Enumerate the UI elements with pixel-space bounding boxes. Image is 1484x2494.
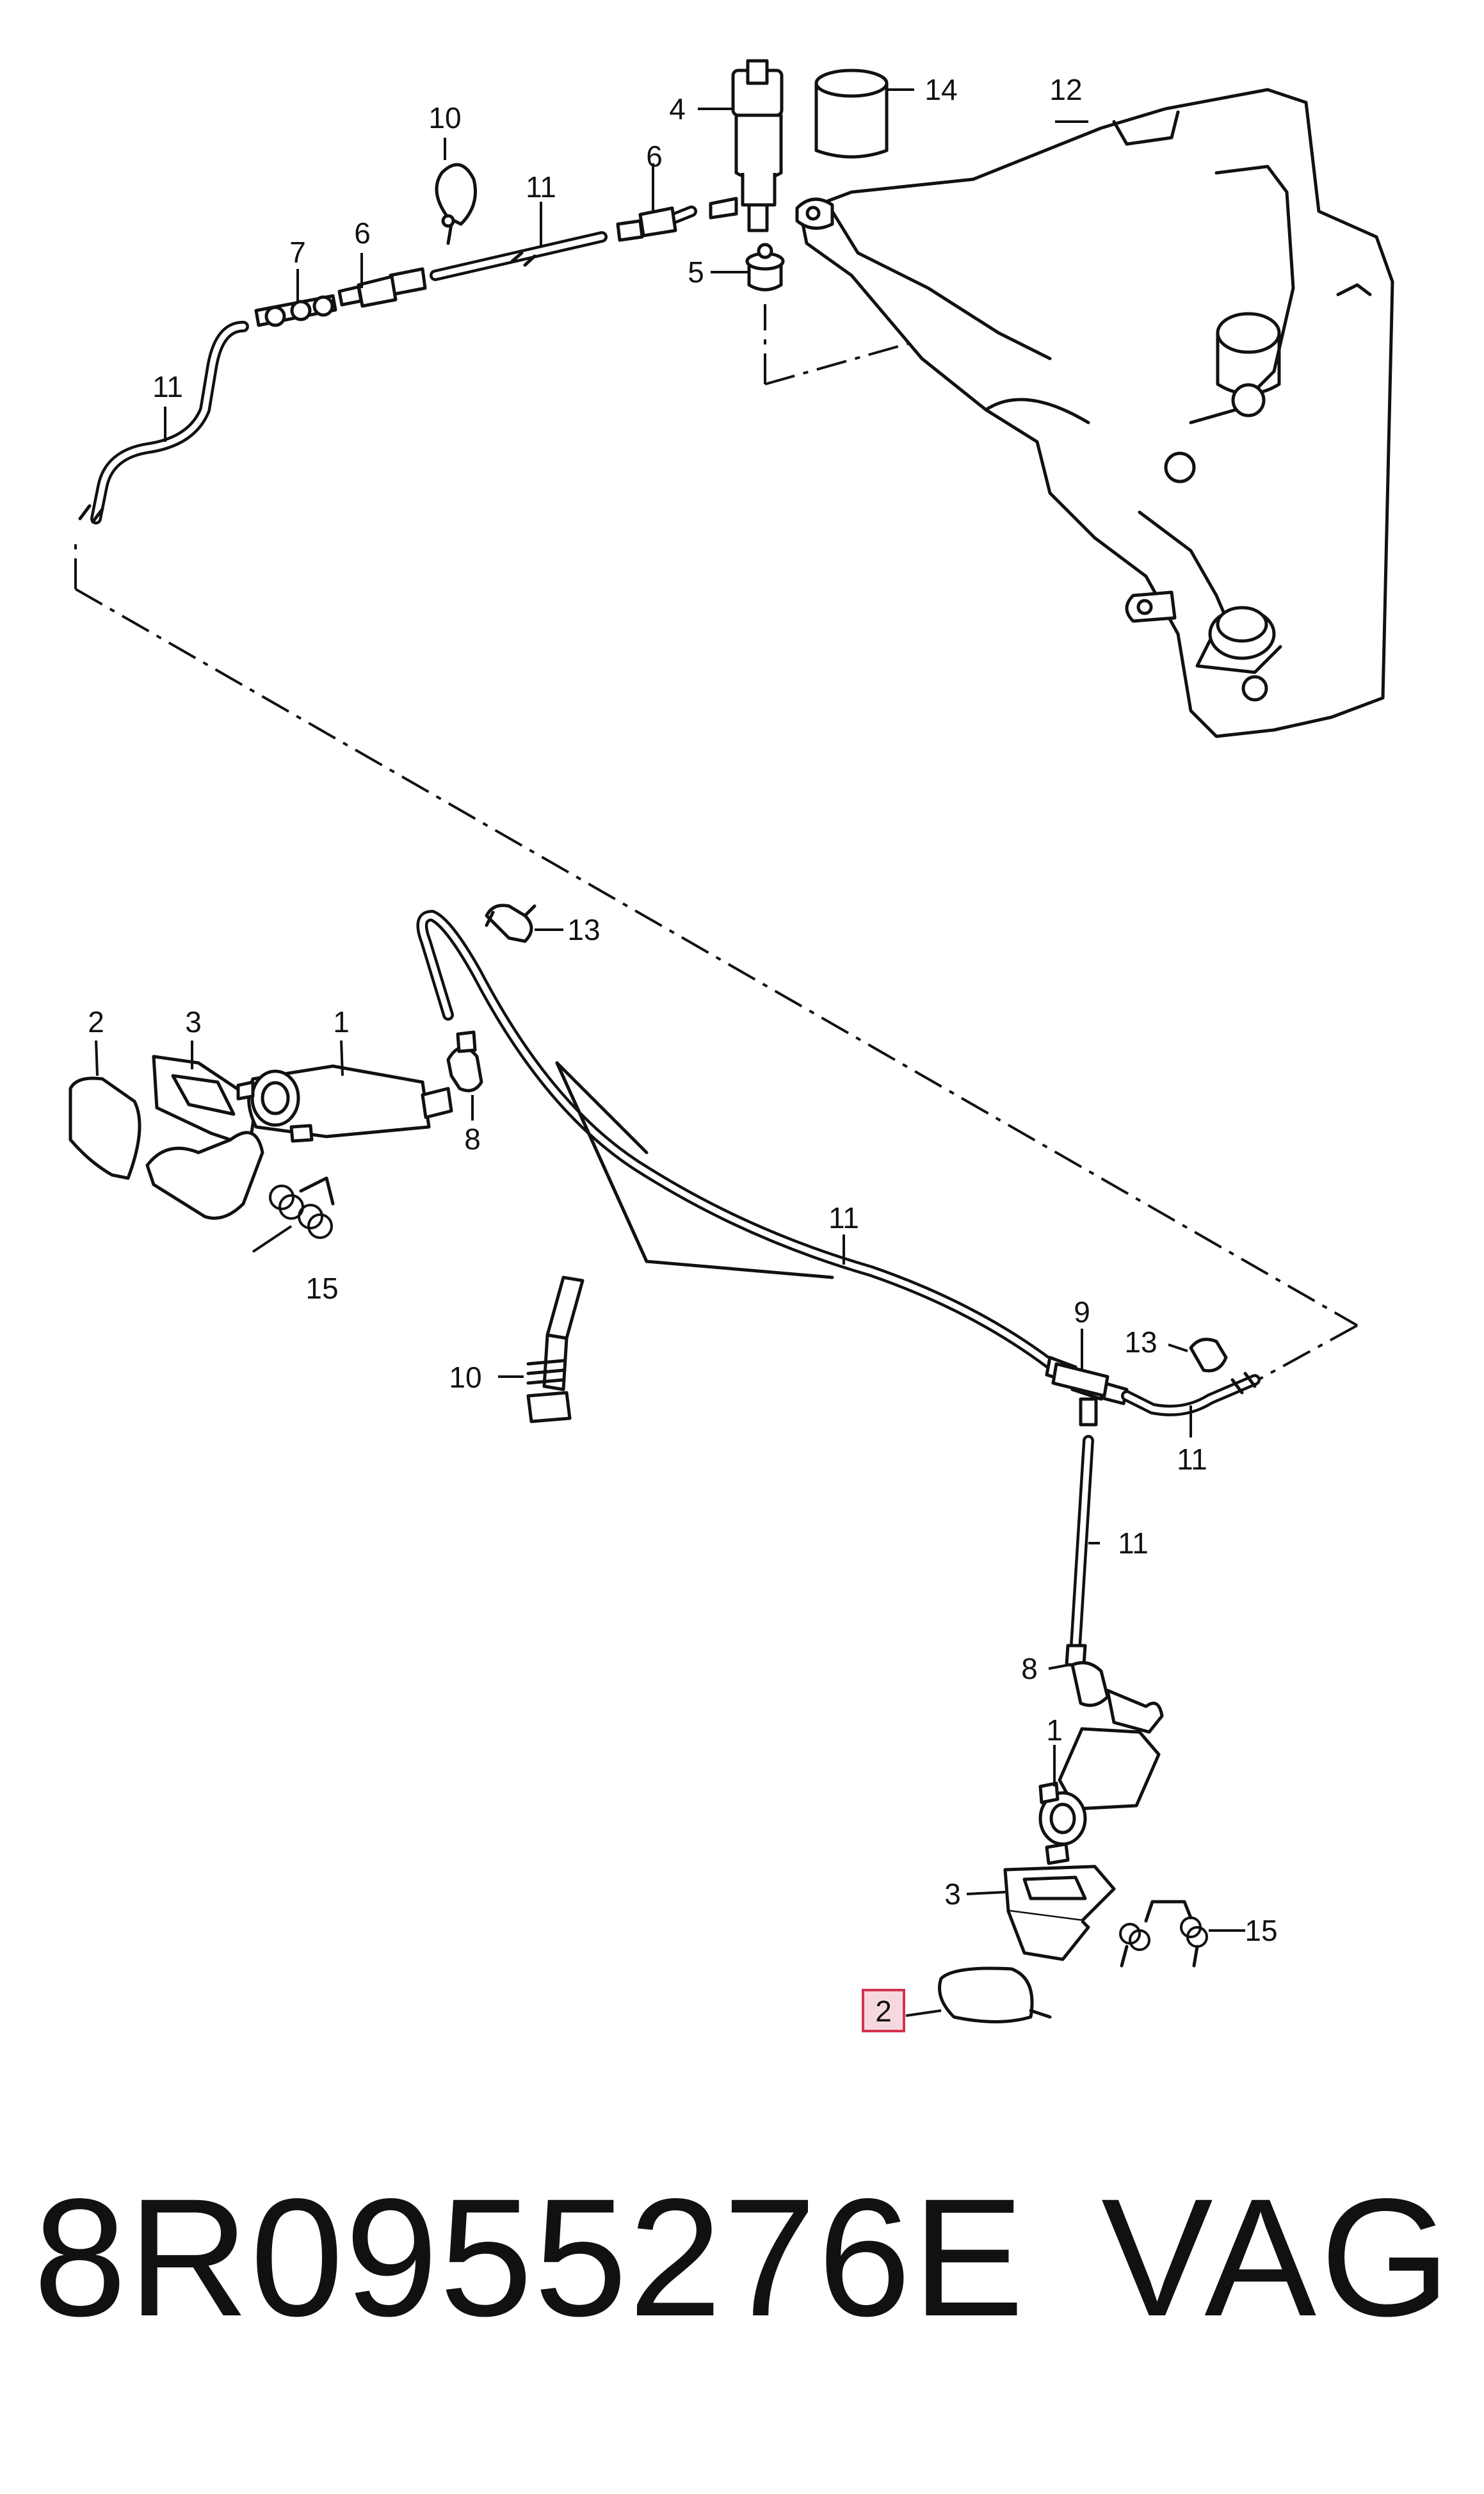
right-nozzle-group — [938, 1661, 1208, 2023]
hose-clip-right — [1189, 1338, 1228, 1373]
callout-5: 5 — [688, 255, 704, 289]
callout-10-lower: 10 — [449, 1361, 481, 1394]
callout-13-right: 13 — [1124, 1325, 1157, 1359]
callout-14: 14 — [924, 73, 957, 106]
callout-7: 7 — [289, 236, 306, 269]
washer-reservoir — [795, 88, 1394, 738]
callout-11-upper: 11 — [526, 170, 556, 204]
callout-2-left: 2 — [88, 1005, 104, 1039]
callout-8-left: 8 — [464, 1122, 481, 1156]
callout-1-right: 1 — [1046, 1713, 1063, 1747]
assembly-dashed-lines — [74, 248, 1358, 1381]
callout-3-right: 3 — [944, 1877, 961, 1911]
pump-seal-cap — [814, 69, 889, 159]
upper-hose — [78, 206, 697, 524]
brand-name: VAG — [1101, 2164, 1455, 2351]
callout-11-vertical: 11 — [1118, 1526, 1149, 1560]
callout-6-upper: 6 — [646, 140, 663, 173]
leader-lines — [95, 88, 1245, 2017]
hose-bracket-lower — [526, 1275, 585, 1423]
washer-pump — [709, 59, 784, 232]
callout-12: 12 — [1049, 73, 1082, 106]
pump-grommet — [745, 243, 785, 291]
callout-2-highlighted: 2 — [875, 1995, 892, 2028]
cable-tie — [435, 163, 477, 245]
callout-6: 6 — [354, 216, 371, 250]
callout-labels: 4 14 12 6 5 6 7 10 11 11 13 2 3 1 8 15 1… — [88, 73, 1278, 2032]
highlight-box-part-2 — [862, 1989, 905, 2032]
lower-hose — [416, 910, 1261, 1667]
callout-10-upper: 10 — [428, 101, 461, 134]
callout-3-left: 3 — [185, 1005, 202, 1039]
hose-clip-upper — [485, 903, 536, 943]
callout-15-left: 15 — [305, 1272, 338, 1305]
callout-15-right: 15 — [1245, 1914, 1277, 1947]
t-connector — [1051, 1362, 1109, 1398]
callout-9: 9 — [1074, 1295, 1090, 1329]
parts-diagram: 4 14 12 6 5 6 7 10 11 11 13 2 3 1 8 15 1… — [69, 59, 1394, 2032]
callout-11-middle: 11 — [828, 1201, 859, 1235]
callout-8-right: 8 — [1021, 1652, 1038, 1685]
callout-4: 4 — [669, 92, 686, 126]
callout-1-left: 1 — [333, 1005, 350, 1039]
callout-11-left: 11 — [152, 370, 183, 403]
part-number: 8R0955276E — [33, 2164, 1026, 2351]
callout-13-upper: 13 — [567, 913, 600, 946]
left-nozzle-group — [69, 1030, 483, 1239]
callout-11-right: 11 — [1177, 1443, 1207, 1476]
